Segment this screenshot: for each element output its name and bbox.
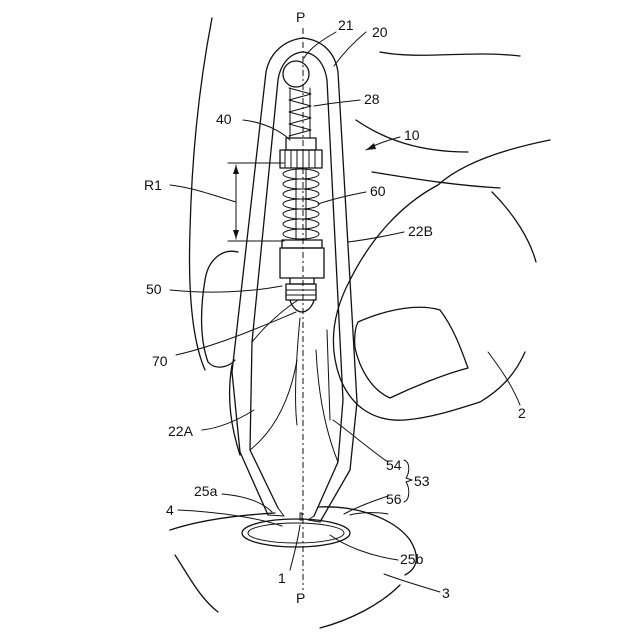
label-4: 4	[166, 502, 174, 518]
hole-inner	[248, 523, 344, 543]
slider-plate	[282, 240, 322, 248]
tweezers-inner-left	[250, 52, 302, 508]
main-spring-60	[283, 168, 319, 240]
label-3: 3	[442, 585, 450, 601]
tip-25b	[308, 516, 320, 522]
brace-53	[404, 460, 412, 502]
label-25a: 25a	[194, 483, 218, 499]
label-10: 10	[404, 127, 420, 143]
slider-50	[280, 248, 324, 278]
collar-40	[286, 138, 316, 150]
tweezers-outer-left	[232, 38, 303, 515]
label-21: 21	[338, 17, 354, 33]
label-22b: 22B	[408, 223, 433, 239]
skin-left-contour	[170, 513, 275, 530]
slider-neck	[290, 278, 314, 284]
label-1: 1	[278, 570, 286, 586]
nut-ring-knurl	[285, 150, 315, 168]
label-20: 20	[372, 24, 388, 40]
tip-70	[290, 300, 314, 312]
label-28: 28	[364, 91, 380, 107]
arm-22a-bevel	[250, 360, 297, 450]
label-25b: 25b	[400, 551, 424, 567]
label-70: 70	[152, 353, 168, 369]
skin-lower-left	[175, 555, 218, 612]
arm-22a-center	[296, 318, 300, 425]
nut-ring	[280, 150, 322, 168]
label-p-bottom: P	[296, 590, 305, 606]
label-p-top: P	[296, 9, 305, 25]
slider-nut-lines	[286, 290, 316, 295]
label-54: 54	[386, 457, 402, 473]
arrow-10-head	[366, 143, 376, 150]
tweezers-outer-right	[303, 38, 357, 522]
label-53: 53	[414, 473, 430, 489]
label-r1: R1	[144, 177, 162, 193]
label-50: 50	[146, 281, 162, 297]
thumb-outline	[333, 140, 550, 420]
thumb-bottom-contour	[480, 352, 525, 402]
tip-25a	[268, 508, 284, 516]
hand-right-curve	[492, 192, 536, 262]
slider-nut	[286, 284, 316, 300]
arm-22b-inner	[327, 330, 330, 420]
label-40: 40	[216, 111, 232, 127]
skin-lower-right	[320, 585, 400, 628]
ball-head	[283, 61, 309, 87]
upper-spring-28	[289, 88, 311, 138]
left-finger-knuckle	[202, 251, 238, 367]
label-56: 56	[386, 491, 402, 507]
label-60: 60	[370, 183, 386, 199]
arm-22b-bevel	[316, 350, 338, 462]
label-2: 2	[518, 405, 526, 421]
hand-top-contour	[380, 52, 520, 56]
label-22a: 22A	[168, 423, 194, 439]
thumb-nail	[355, 307, 468, 398]
